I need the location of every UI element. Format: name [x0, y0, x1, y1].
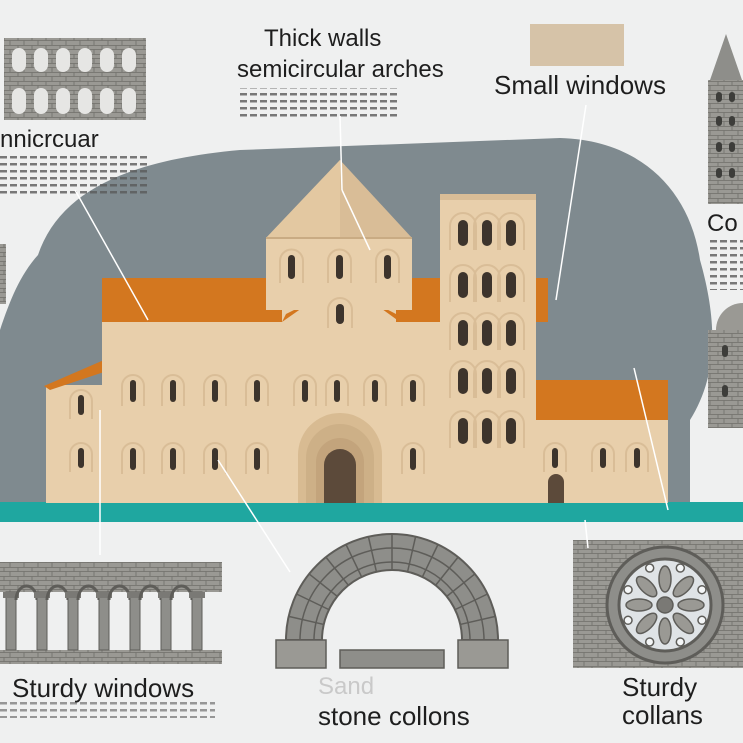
edge-fragment: [0, 244, 6, 304]
rose-petal: [626, 599, 652, 611]
arcade-opening: [78, 88, 92, 114]
faux-text: [240, 88, 400, 118]
rose-petal: [659, 618, 671, 644]
window: [336, 255, 343, 279]
window: [78, 448, 84, 468]
window: [458, 272, 468, 298]
window: [458, 220, 468, 246]
column-capital: [189, 592, 205, 598]
faux-text: [0, 152, 150, 194]
window: [336, 304, 344, 324]
label-sturdy: Sturdy: [622, 672, 697, 703]
rose-oculus: [676, 638, 684, 646]
rose-oculus: [646, 564, 654, 572]
rose-petal: [678, 599, 704, 611]
window: [600, 448, 606, 468]
arcade-opening: [34, 88, 48, 114]
rose-oculus: [698, 586, 706, 594]
label-collans: collans: [622, 700, 703, 731]
rose-window-icon: [573, 540, 743, 668]
arcade-icon: [4, 38, 146, 120]
label-col-partial: Co: [707, 210, 738, 238]
arcade-opening: [56, 48, 70, 72]
portal-arch: [298, 413, 382, 503]
window: [506, 320, 516, 346]
label-stone-partial: Sand: [318, 673, 374, 701]
arcade-opening: [78, 48, 92, 72]
window: [288, 255, 295, 279]
window: [254, 380, 260, 402]
column: [6, 592, 16, 650]
window: [634, 448, 640, 468]
swatch-icon: [530, 24, 624, 66]
window: [482, 418, 492, 444]
arch-icon: [276, 534, 508, 668]
window: [506, 272, 516, 298]
arcade-opening: [122, 48, 136, 72]
label-stone-collons: stone collons: [318, 701, 470, 732]
window: [334, 380, 340, 402]
column: [161, 592, 171, 650]
window: [130, 380, 136, 402]
window: [372, 380, 378, 402]
label-thick-walls: Thick walls: [264, 25, 381, 53]
label-small-windows: Small windows: [494, 70, 666, 101]
colonnade-icon: [0, 562, 222, 664]
tower-icon: [708, 34, 743, 204]
rose-oculus: [646, 638, 654, 646]
window: [482, 320, 492, 346]
label-semicircular-arches: semicircular arches: [237, 56, 444, 84]
window: [506, 418, 516, 444]
column: [99, 592, 109, 650]
window: [482, 220, 492, 246]
arcade-opening: [12, 88, 26, 114]
column: [192, 592, 202, 650]
rose-oculus: [624, 616, 632, 624]
window: [482, 368, 492, 394]
window: [130, 448, 136, 470]
faux-text: [708, 238, 743, 290]
window: [254, 448, 260, 470]
window: [170, 448, 176, 470]
window: [212, 448, 218, 470]
ground-strip: [0, 502, 743, 522]
column: [37, 592, 47, 650]
label-sturdy-windows: Sturdy windows: [12, 673, 194, 704]
arcade-opening: [100, 88, 114, 114]
arcade-opening: [56, 88, 70, 114]
arcade-opening: [34, 48, 48, 72]
arcade-opening: [122, 88, 136, 114]
window: [302, 380, 308, 402]
rose-oculus: [698, 616, 706, 624]
arcade-opening: [12, 48, 26, 72]
window: [506, 368, 516, 394]
window: [552, 448, 558, 468]
arcade-opening: [100, 48, 114, 72]
window: [506, 220, 516, 246]
window: [458, 320, 468, 346]
window: [482, 272, 492, 298]
window: [212, 380, 218, 402]
window: [458, 418, 468, 444]
window: [410, 380, 416, 402]
column: [130, 592, 140, 650]
rose-oculus: [676, 564, 684, 572]
window: [78, 395, 84, 415]
window: [458, 368, 468, 394]
window: [410, 448, 416, 470]
label-semicircular-partial: nnicrcuar: [0, 126, 99, 154]
window: [170, 380, 176, 402]
window: [384, 255, 391, 279]
rose-oculus: [624, 586, 632, 594]
rose-petal: [659, 566, 671, 592]
dome-icon: [708, 303, 743, 428]
column: [68, 592, 78, 650]
